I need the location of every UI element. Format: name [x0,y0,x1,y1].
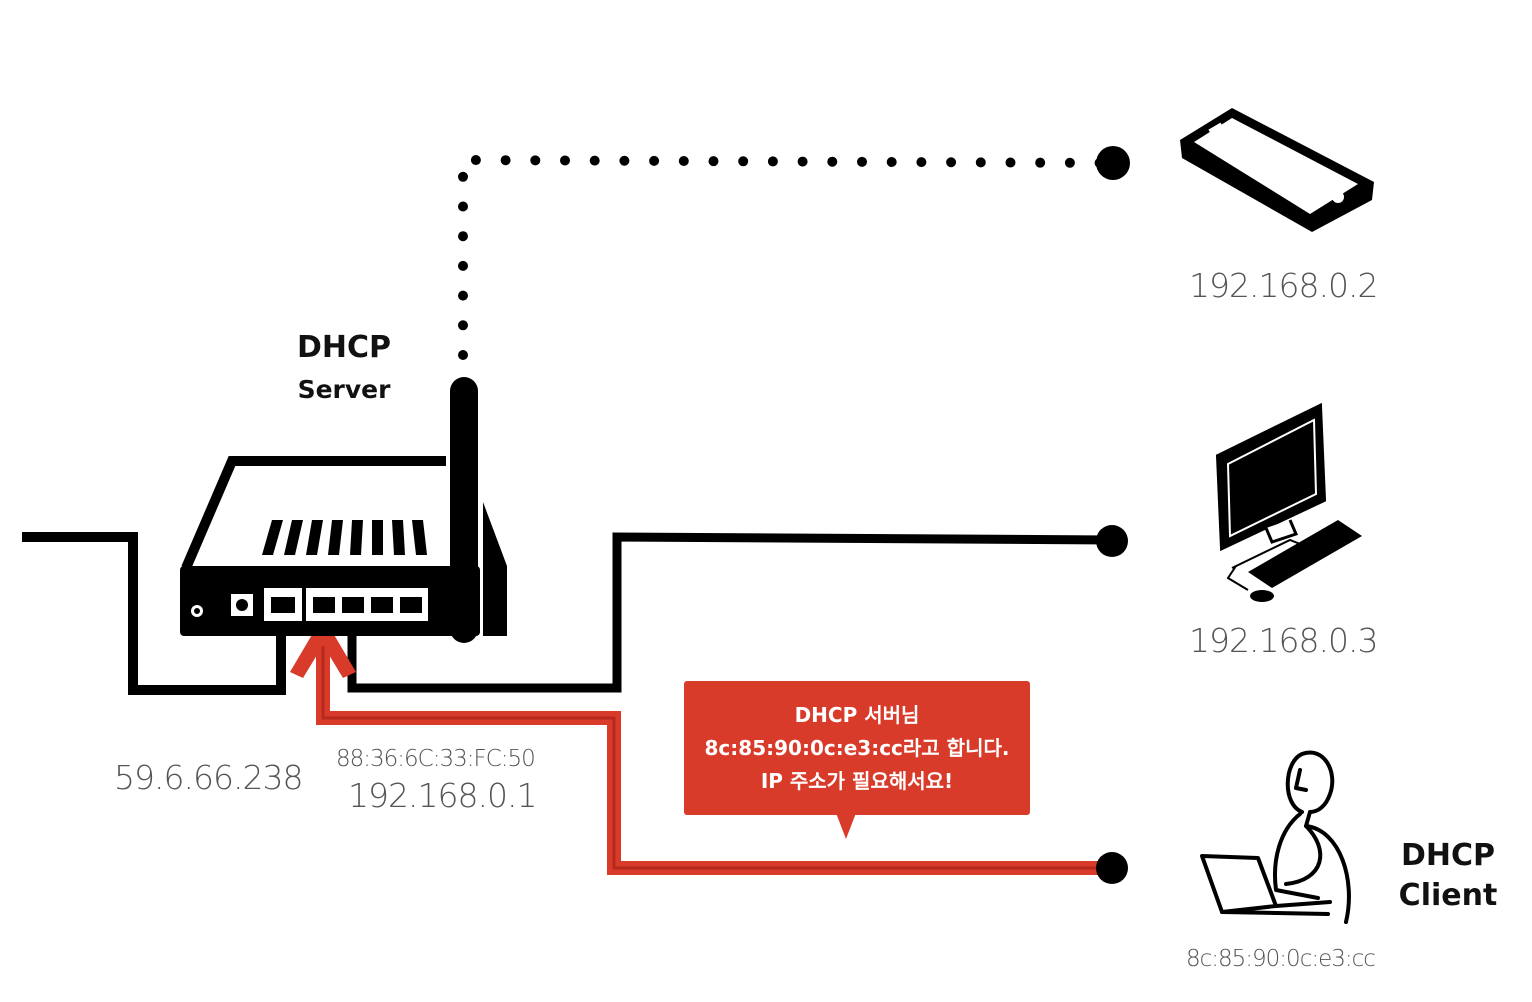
request-arrow-icon [290,616,356,678]
phone-link-endpoint [1096,146,1130,180]
request-message-bubble: DHCP 서버님 8c:85:90:0c:e3:cc라고 합니다. IP 주소가… [684,681,1030,839]
message-line2: 8c:85:90:0c:e3:cc라고 합니다. [704,736,1010,760]
server-mac-label: 88:36:6C:33:FC:50 [336,746,536,772]
client-mac-label: 8c:85:90:0c:e3:cc [1186,946,1376,972]
client-cable-inner [321,640,1112,870]
client-title-line2: Client [1398,878,1498,913]
client-person-icon [1200,750,1351,924]
message-line3: IP 주소가 필요해서요! [760,769,954,793]
server-lan-ip-label: 192.168.0.1 [348,776,537,815]
server-subtitle: Server [282,374,406,406]
wan-ip-label: 59.6.66.238 [114,758,303,797]
message-line1: DHCP 서버님 [794,703,920,727]
client-title-line1: DHCP [1400,838,1495,873]
phone-icon [1180,108,1374,232]
server-title-line2: Server [297,375,391,404]
desktop-cable-endpoint [1096,525,1128,557]
wireless-link [458,154,1117,360]
wan-cable [22,532,286,695]
desktop-ip-label: 192.168.0.3 [1189,621,1378,660]
client-cable-endpoint [1096,852,1128,884]
desktop-icon [1215,402,1362,602]
server-title-line1: DHCP [296,330,391,365]
router-icon [180,377,507,643]
client-title: DHCP Client [1396,836,1500,916]
phone-ip-label: 192.168.0.2 [1189,266,1378,305]
server-title: DHCP [282,330,406,366]
desktop-cable [347,532,1113,693]
